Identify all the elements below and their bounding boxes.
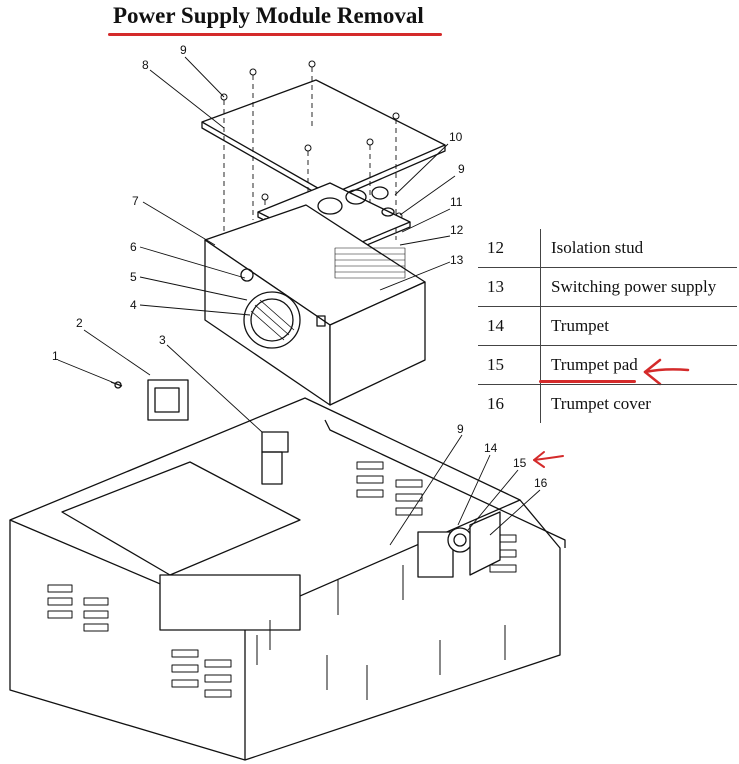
callout-label: 6 (130, 240, 137, 254)
part-number: 15 (478, 345, 541, 385)
callout-label: 10 (449, 130, 463, 144)
part-number: 16 (478, 384, 541, 423)
callout-label: 12 (450, 223, 464, 237)
standoffs (256, 565, 506, 700)
part-number: 12 (478, 229, 541, 268)
callout-label: 11 (450, 195, 463, 209)
callout-label: 9 (457, 422, 464, 436)
table-row: 12 Isolation stud (478, 229, 737, 268)
table-row: 14 Trumpet (478, 306, 737, 346)
trumpet-assembly (417, 511, 501, 578)
part-number: 13 (478, 267, 541, 307)
callout-label: 3 (159, 333, 166, 347)
callout-label: 2 (76, 316, 83, 330)
parts-legend: 12 Isolation stud 13 Switching power sup… (478, 229, 737, 423)
callout-label: 1 (52, 349, 59, 363)
part-name: Switching power supply (540, 267, 737, 307)
table-row: 15 Trumpet pad (478, 345, 737, 385)
part-name: Trumpet pad (540, 345, 737, 385)
part-name: Trumpet (540, 306, 737, 346)
table-row: 16 Trumpet cover (478, 384, 737, 423)
part-number: 14 (478, 306, 541, 346)
callout-label: 13 (450, 253, 464, 267)
callout-label: 4 (130, 298, 137, 312)
loose-parts (110, 379, 289, 485)
page-title: Power Supply Module Removal (113, 3, 424, 28)
callout-label: 7 (132, 194, 139, 208)
table-row: 13 Switching power supply (478, 267, 737, 307)
trumpet-pad-underline (539, 380, 636, 383)
arrow-left-icon (533, 451, 564, 468)
callout-label: 15 (513, 456, 527, 470)
callout-numbers: 1 2 3 4 5 6 7 8 9 9 9 10 11 12 13 14 15 … (52, 43, 548, 490)
callout-label: 9 (458, 162, 465, 176)
psu-housing (204, 204, 426, 406)
top-cover-plate (201, 79, 446, 202)
callout-label: 9 (180, 43, 187, 57)
callout-label: 5 (130, 270, 137, 284)
part-name: Trumpet cover (551, 394, 651, 413)
part-name: Isolation stud (540, 229, 737, 268)
callout-label: 8 (142, 58, 149, 72)
callout-label: 14 (484, 441, 498, 455)
vent-slots-left (47, 584, 232, 698)
chassis (9, 397, 566, 761)
title-underline (108, 33, 442, 36)
callout-label: 16 (534, 476, 548, 490)
leader-lines (57, 56, 541, 546)
